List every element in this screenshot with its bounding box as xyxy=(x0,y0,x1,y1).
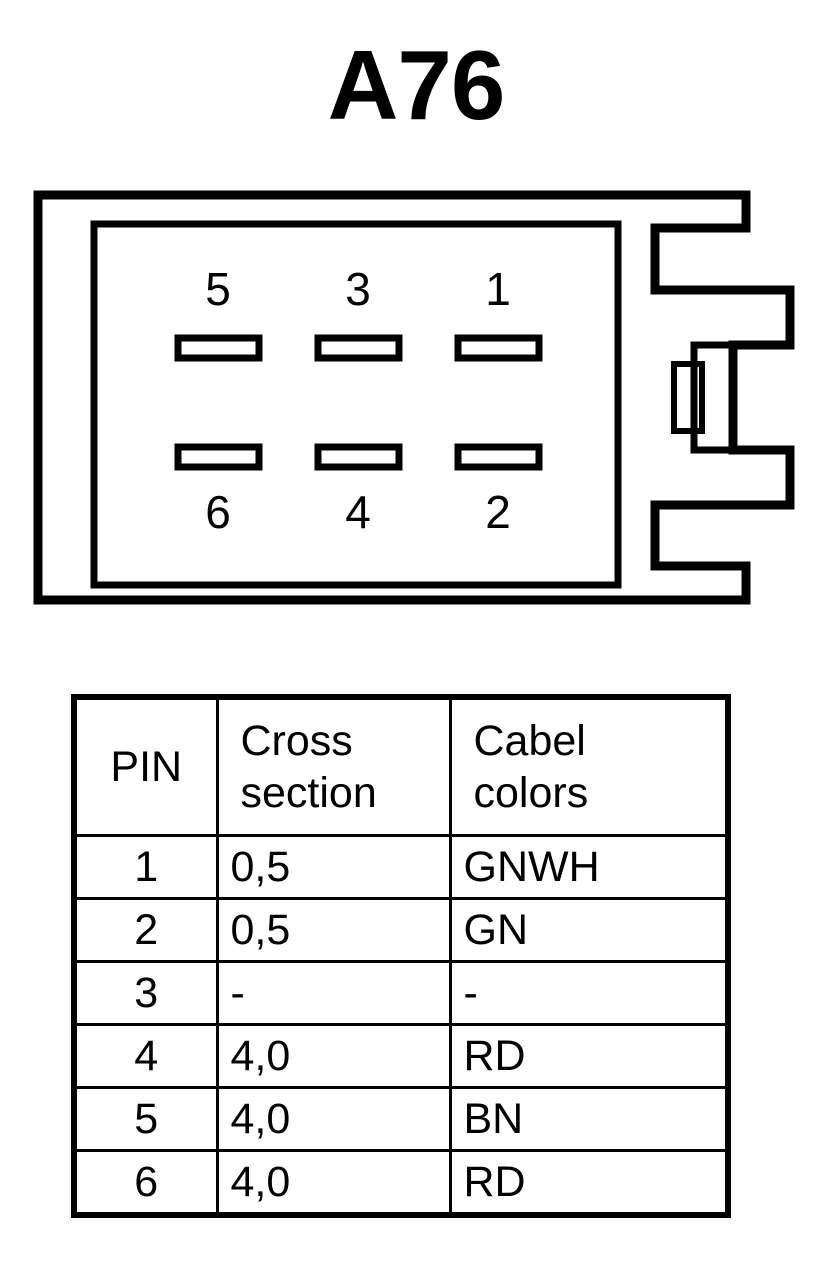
column-header-cross-section: Cross section xyxy=(215,695,452,837)
table-body: 1 0,5 GNWH 2 0,5 GN 3 - - 4 4,0 RD 5 4,0 xyxy=(72,834,730,1217)
cell-cross-section: 0,5 xyxy=(215,897,452,963)
pin-slot-2 xyxy=(454,443,543,471)
table-row: 2 0,5 GN xyxy=(72,897,730,963)
cell-cross-section: 4,0 xyxy=(215,1023,452,1089)
table-header: PIN Cross section Cabel colors xyxy=(72,695,730,837)
cell-pin: 2 xyxy=(72,897,219,963)
table-row: 3 - - xyxy=(72,960,730,1026)
pin-slot-1 xyxy=(454,334,543,362)
pin-label-2: 2 xyxy=(485,486,511,538)
table-row: 4 4,0 RD xyxy=(72,1023,730,1089)
cell-pin: 5 xyxy=(72,1086,219,1152)
column-header-cable-colors-line-2: colors xyxy=(473,769,589,817)
column-header-pin: PIN xyxy=(72,695,219,837)
pin-label-3: 3 xyxy=(345,263,371,315)
pin-label-4: 4 xyxy=(345,486,371,538)
pin-label-5: 5 xyxy=(205,263,231,315)
cell-cable-colors: - xyxy=(448,960,730,1026)
latch-tab-inner xyxy=(671,361,705,434)
pin-slot-5 xyxy=(174,334,263,362)
column-header-pin-line-1: PIN xyxy=(110,742,183,791)
latch-tab-outer xyxy=(690,341,738,454)
cell-cross-section: 4,0 xyxy=(215,1086,452,1152)
column-header-cross-section-line-1: Cross xyxy=(240,716,353,765)
cell-cross-section: 4,0 xyxy=(215,1149,452,1217)
cell-cable-colors: GNWH xyxy=(448,834,730,900)
column-header-cable-colors: Cabel colors xyxy=(448,695,730,837)
connector-drawing: 5 3 1 6 4 2 xyxy=(0,180,832,620)
pin-slot-6 xyxy=(174,443,263,471)
cell-cable-colors: RD xyxy=(448,1023,730,1089)
pin-label-1: 1 xyxy=(485,263,511,315)
pin-slot-3 xyxy=(314,334,403,362)
page-title: A76 xyxy=(327,30,506,140)
cell-pin: 4 xyxy=(72,1023,219,1089)
connector-face-plate xyxy=(90,220,622,589)
cell-cable-colors: GN xyxy=(448,897,730,963)
column-header-cross-section-line-2: section xyxy=(240,769,377,817)
cell-pin: 3 xyxy=(72,960,219,1026)
cell-cross-section: 0,5 xyxy=(215,834,452,900)
column-header-cable-colors-line-1: Cabel xyxy=(473,716,586,765)
cell-cable-colors: BN xyxy=(448,1086,730,1152)
table-row: 6 4,0 RD xyxy=(72,1149,730,1217)
cell-pin: 1 xyxy=(72,834,219,900)
cell-pin: 6 xyxy=(72,1149,219,1217)
connector-svg: 5 3 1 6 4 2 xyxy=(33,190,795,605)
table-row: 5 4,0 BN xyxy=(72,1086,730,1152)
connector-housing-outline xyxy=(33,190,795,605)
pin-label-6: 6 xyxy=(205,486,231,538)
table-header-row: PIN Cross section Cabel colors xyxy=(72,695,730,837)
table-row: 1 0,5 GNWH xyxy=(72,834,730,900)
pin-slot-4 xyxy=(314,443,403,471)
cell-cross-section: - xyxy=(215,960,452,1026)
cell-cable-colors: RD xyxy=(448,1149,730,1217)
pin-assignment-table: PIN Cross section Cabel colors 1 0,5 GNW… xyxy=(71,694,731,1218)
